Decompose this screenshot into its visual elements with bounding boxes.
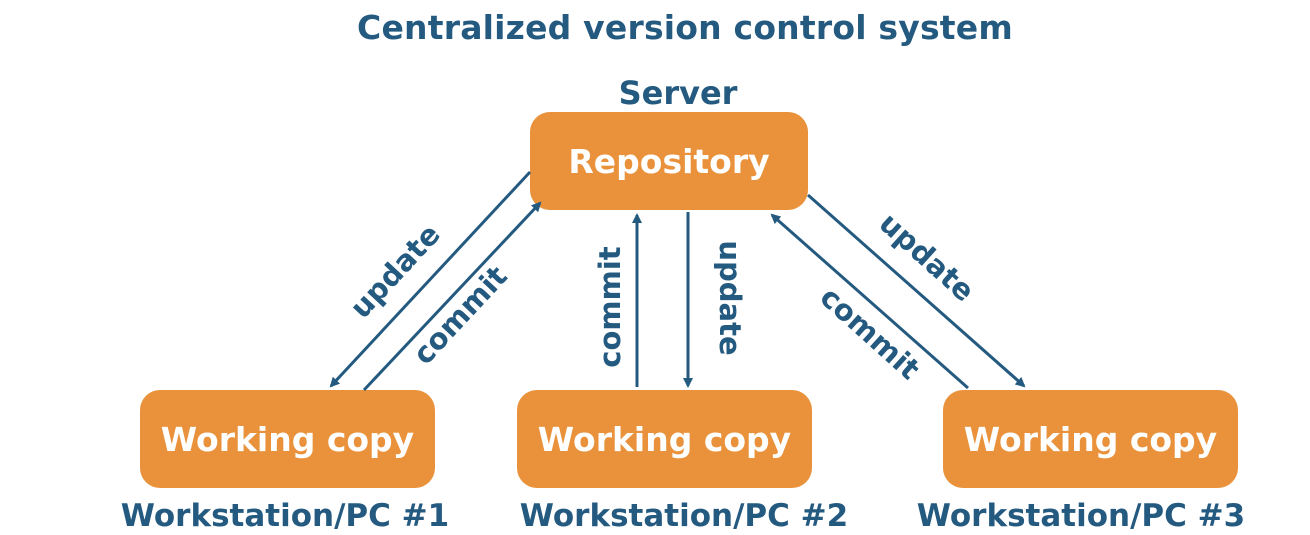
working-copy-box-1: Working copy <box>140 390 435 488</box>
pc1-commit-arrow <box>362 201 542 392</box>
working-copy-box-2: Working copy <box>517 390 812 488</box>
pc1-update-arrow <box>329 170 532 388</box>
pc3-update-arrow <box>807 193 1026 388</box>
workstation-caption-1: Workstation/PC #1 <box>120 498 450 534</box>
server-caption: Server <box>618 74 738 112</box>
repository-box: Repository <box>530 112 808 210</box>
workstation-caption-3: Workstation/PC #3 <box>916 498 1246 534</box>
pc2-commit-label: commit <box>593 246 627 368</box>
pc2-update-label: update <box>713 240 747 356</box>
workstation-caption-2: Workstation/PC #2 <box>519 498 849 534</box>
repository-label: Repository <box>568 141 770 181</box>
working-copy-box-3: Working copy <box>943 390 1238 488</box>
working-copy-label-3: Working copy <box>963 419 1218 459</box>
working-copy-label-1: Working copy <box>160 419 415 459</box>
diagram-title: Centralized version control system <box>357 8 1013 47</box>
working-copy-label-2: Working copy <box>537 419 792 459</box>
pc3-commit-arrow <box>770 213 969 390</box>
